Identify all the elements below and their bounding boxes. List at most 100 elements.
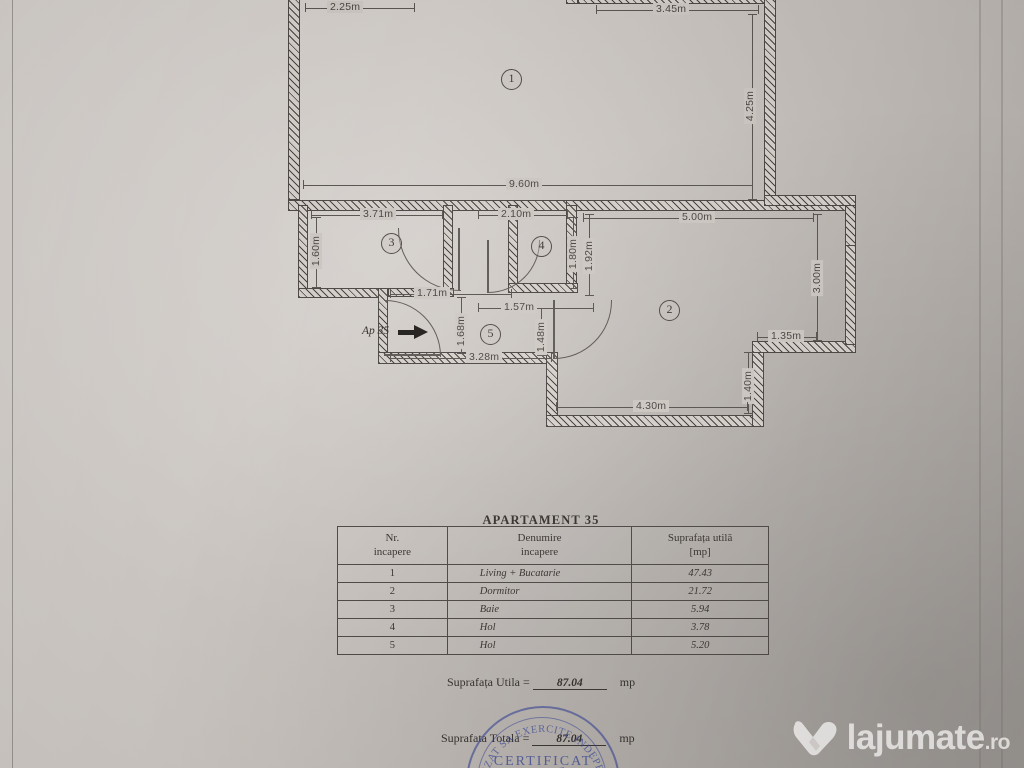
summary-utila-row: Suprafața Utila = 87.04 mp [447, 675, 635, 690]
dim-tick [569, 288, 578, 289]
entrance-arrow-icon [414, 325, 428, 339]
wall-niche-top [752, 341, 856, 353]
dim-tick [813, 214, 822, 215]
dim-tick [537, 355, 546, 356]
cell-name: Hol [446, 636, 633, 656]
wall-left-outer [288, 0, 300, 200]
cell-area: 47.43 [631, 564, 769, 584]
door-leaf-entrance [384, 354, 440, 356]
areas-table: Nr. incapere Denumire incapere Suprafața… [337, 525, 769, 656]
cell-area: 5.20 [631, 636, 769, 656]
dim-tick [585, 214, 594, 215]
cell-name: Hol [446, 618, 633, 638]
watermark-text: lajumate.ro [846, 718, 1011, 758]
dim-tick [390, 289, 391, 298]
dim-tick [312, 217, 321, 218]
site-watermark: lajumate.ro [792, 718, 1011, 758]
entrance-arrow-stem [398, 330, 415, 335]
wall-bottom [546, 415, 764, 427]
summary-utila-value: 87.04 [532, 677, 607, 690]
dim-tick [303, 180, 304, 189]
door-leaf-bedroom [553, 300, 555, 358]
room-number-1: 1 [501, 69, 522, 90]
dim-tick [551, 353, 552, 362]
dim-tick [442, 210, 443, 219]
heart-check-icon [793, 721, 837, 756]
room-number-5: 5 [480, 324, 501, 345]
dim-label-top-right: 3.45m [653, 3, 690, 15]
table-row: 1 Living + Bucatarie 47.43 [337, 564, 769, 584]
cell-nr: 4 [337, 618, 448, 638]
dim-tick [747, 402, 748, 411]
cell-name: Living + Bucatarie [446, 564, 633, 584]
dim-tick [596, 5, 597, 14]
dim-label-bath-width: 3.71m [360, 208, 397, 220]
areas-table-block: APARTAMENT 35 Nr. incapere Denumire inca… [0, 500, 1024, 746]
apartment-entrance-label: Ap 35 [362, 325, 390, 337]
wall-top-notch [566, 0, 578, 4]
page-title: APARTAMENT 35 [482, 513, 600, 527]
door-leaf-bathroom [458, 228, 460, 290]
dim-tick [390, 353, 391, 362]
header-nr: Nr. incapere [337, 525, 448, 566]
cell-name: Dormitor [446, 582, 633, 602]
dim-label-hall4-width: 2.10m [498, 208, 535, 220]
dim-label-hall4-inner: 1.80m [567, 235, 580, 273]
cell-nr: 1 [337, 564, 448, 584]
dim-tick [752, 180, 753, 189]
dim-tick [744, 413, 753, 414]
dim-tick [457, 297, 466, 298]
dim-tick [583, 213, 584, 222]
summary-totala-row: Suprafata Totala = 87.04 mp [441, 731, 635, 746]
wall-right-step [845, 200, 856, 250]
table-row: 2 Dormitor 21.72 [337, 582, 769, 602]
wall-right-upper [764, 0, 776, 206]
dim-tick [757, 332, 758, 341]
dim-label-door-bath: 1.71m [414, 287, 451, 299]
summary-totala-label: Suprafata Totala = [441, 731, 530, 745]
watermark-name: lajumate [846, 718, 986, 757]
dim-tick [569, 217, 578, 218]
wall-niche-left [752, 352, 764, 427]
header-nr-line2: incapere [373, 546, 411, 559]
dim-label-main-width: 9.60m [506, 178, 543, 190]
scan-edge-line-left [12, 0, 13, 768]
table-row: 3 Baie 5.94 [337, 600, 769, 620]
dim-tick [816, 332, 817, 341]
table-row: 4 Hol 3.78 [337, 618, 769, 638]
cell-area: 3.78 [631, 618, 769, 638]
wall-bath-left [298, 205, 308, 297]
dim-tick [593, 303, 594, 312]
dim-label-hall5-right-height: 1.48m [535, 318, 548, 356]
wall-room2-left-lower [546, 352, 558, 427]
door-leaf-hall4 [487, 240, 489, 292]
wall-room2-top [764, 195, 856, 206]
cell-area: 21.72 [631, 582, 769, 602]
dim-label-bottom-width: 4.30m [633, 400, 670, 412]
wall-mid-left [288, 200, 578, 211]
dim-label-hall5-height: 1.68m [455, 312, 468, 350]
door-arc-bathroom [398, 228, 461, 291]
dim-label-hall4-outer: 1.92m [583, 237, 596, 275]
dim-tick [585, 295, 594, 296]
header-denumire-line2: incapere [520, 546, 559, 559]
dim-tick [305, 3, 306, 12]
header-suprafata: Suprafața utilă [mp] [631, 525, 769, 566]
dim-tick [537, 308, 546, 309]
dim-label-room2-right: 3.00m [811, 259, 824, 297]
header-nr-line1: Nr. [385, 532, 400, 544]
header-denumire-line1: Denumire [517, 532, 562, 544]
dim-tick [511, 289, 512, 298]
summary-utila-unit: mp [619, 675, 636, 689]
dim-label-door-hall4: 1.57m [501, 301, 538, 313]
dim-tick [744, 352, 753, 353]
room-number-3: 3 [381, 233, 402, 254]
dim-label-niche-height: 1.40m [742, 367, 755, 405]
cell-nr: 5 [337, 636, 448, 656]
stamp-signature: M [527, 758, 571, 768]
summary-utila-label: Suprafața Utila = [447, 675, 530, 689]
dim-tick [813, 213, 814, 222]
summary-totala-unit: mp [619, 731, 635, 745]
dim-tick [748, 199, 757, 200]
